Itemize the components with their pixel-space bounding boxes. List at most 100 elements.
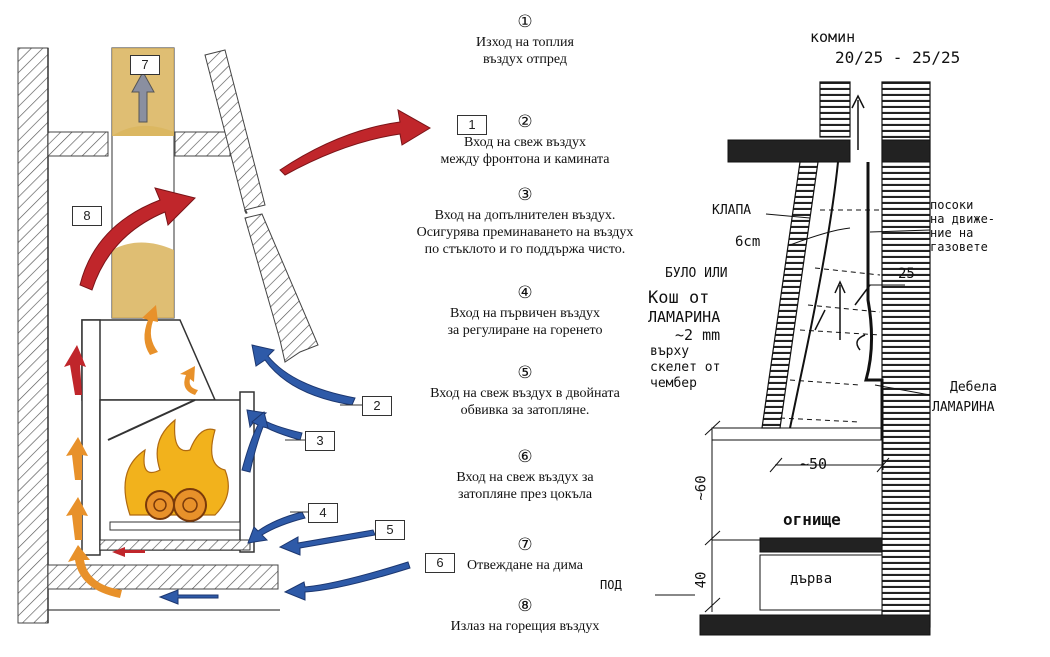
label-50: ~50: [800, 455, 828, 473]
legend-item: ① Изход на топлия въздух отпред: [390, 12, 660, 68]
fresh-air-arrow-3: [246, 409, 303, 441]
label-bulo-3: ЛАМАРИНА: [648, 308, 721, 326]
legend-text: Вход на свеж въздух за: [456, 470, 594, 485]
log-2: [173, 488, 207, 522]
exhaust-arrow: [131, 70, 155, 123]
diagram-label-4: 4: [308, 503, 338, 523]
legend-number: ⑥: [517, 447, 533, 466]
label-leaders: [285, 404, 362, 513]
front-wall: [761, 161, 819, 429]
legend-text: Отвеждане на дима: [467, 558, 583, 573]
label-gas-dir-2: на движе-: [930, 212, 996, 226]
legend-text: Вход на свеж въздух: [463, 135, 587, 150]
floor-slab: [699, 614, 931, 636]
firebox-space: [711, 439, 883, 541]
chimney-wall-right: [881, 81, 931, 628]
legend-text: Вход на допълнителен въздух.: [434, 208, 616, 223]
legend-number: ⑧: [517, 596, 533, 615]
label-6cm: 6cm: [735, 234, 761, 250]
flue-hot-zone-bottom: [112, 242, 174, 318]
legend-number: ⑤: [517, 363, 533, 382]
fresh-air-arrow-6: [283, 561, 411, 601]
secondary-air-arrow: [241, 411, 269, 473]
label-gas-dir-3: ние на: [930, 226, 974, 240]
hot-air-out-arrow-side: [79, 187, 196, 291]
label-bulo-5: върху: [650, 344, 690, 359]
hearth-slab: [759, 537, 883, 553]
label-40: 40: [693, 571, 710, 589]
hood-sheet: [789, 161, 839, 429]
wood-storage: [759, 554, 883, 611]
hot-air-rise-arrow: [64, 345, 86, 395]
label-bulo-4: ~2 mm: [675, 326, 721, 344]
chimney-wall-left: [819, 81, 851, 138]
ash-tray: [99, 539, 251, 551]
base-air-arrow: [158, 589, 219, 605]
label-chimney-size: 20/25 - 25/25: [835, 48, 961, 67]
legend-item: ⑦ Отвеждане на дима: [390, 535, 660, 574]
glass-door-frame: [239, 391, 255, 553]
label-gas-dir-1: посоки: [930, 198, 974, 212]
facade-lower: [244, 213, 319, 363]
warm-air-arrow-1: [66, 437, 88, 480]
ceiling-slab-right: [174, 131, 231, 157]
back-wall: [17, 47, 49, 624]
flames: [124, 418, 229, 516]
diagram-label-6: 6: [425, 553, 455, 573]
smoke-arrow-1: [142, 305, 158, 355]
label-25: 25: [898, 266, 915, 282]
legend-number: ①: [517, 12, 533, 31]
right-sketch: [655, 81, 931, 636]
small-red-arrow: [112, 547, 145, 557]
ceiling-slab-left: [47, 131, 109, 157]
legend-number: ⑦: [517, 535, 533, 554]
warm-air-arrow-2: [66, 497, 88, 540]
grate: [109, 521, 241, 531]
legend-number: ④: [517, 283, 533, 302]
hot-air-out-arrow-front: [279, 109, 431, 176]
fresh-air-arrow-2: [251, 344, 356, 406]
left-diagram: [17, 47, 431, 624]
legend-text: по стъклото и го поддържа чисто.: [424, 242, 626, 257]
label-bulo-7: чембер: [650, 376, 697, 391]
thick-sheet: [864, 162, 884, 470]
legend-text: за регулиране на горенето: [447, 323, 603, 338]
legend-number: ②: [517, 112, 533, 131]
diagram-label-1: 1: [457, 115, 487, 135]
label-bulo-6: скелет от: [650, 360, 721, 375]
diagram-label-3: 3: [305, 431, 335, 451]
label-thick-sheet-2: ЛАМАРИНА: [932, 400, 995, 415]
label-hearth: огнище: [783, 510, 841, 529]
legend-item: ③ Вход на допълнителен въздух. Осигурява п…: [390, 185, 660, 258]
legend-number: ③: [517, 185, 533, 204]
legend-item: ⑥ Вход на свеж въздух за затопляне през цо…: [390, 447, 660, 503]
label-firewood: дърва: [790, 571, 833, 587]
smoke-arrow-2: [180, 366, 198, 395]
diagram-label-7: 7: [130, 55, 160, 75]
firebox-side: [81, 319, 101, 556]
diagram-label-2: 2: [362, 396, 392, 416]
primary-air-arrow-4: [247, 511, 306, 544]
legend-text: Вход на свеж въздух в двойната: [430, 386, 620, 401]
legend-text: между фронтона и камината: [440, 152, 610, 167]
ceiling-slab: [727, 139, 851, 163]
diagram-label-5: 5: [375, 520, 405, 540]
label-floor: ПОД: [600, 578, 622, 592]
legend-text: затопляне през цокъла: [457, 487, 593, 502]
log-1: [145, 490, 175, 520]
legend-text: въздух отпред: [483, 52, 567, 67]
fresh-air-arrow-5: [278, 529, 376, 556]
legend-text: Осигурява преминаването на въздух: [416, 225, 634, 240]
legend-item: ② Вход на свеж въздух между фронтона и кам…: [390, 112, 660, 168]
facade-upper: [204, 49, 266, 211]
label-bulo-2: Кош от: [648, 288, 710, 308]
label-bulo-1: БУЛО ИЛИ: [665, 266, 728, 281]
legend-text: Изход на топлия: [476, 35, 574, 50]
label-damper: КЛАПА: [712, 203, 752, 218]
warm-air-arrow-3: [68, 545, 122, 598]
diagram-label-8: 8: [72, 206, 102, 226]
